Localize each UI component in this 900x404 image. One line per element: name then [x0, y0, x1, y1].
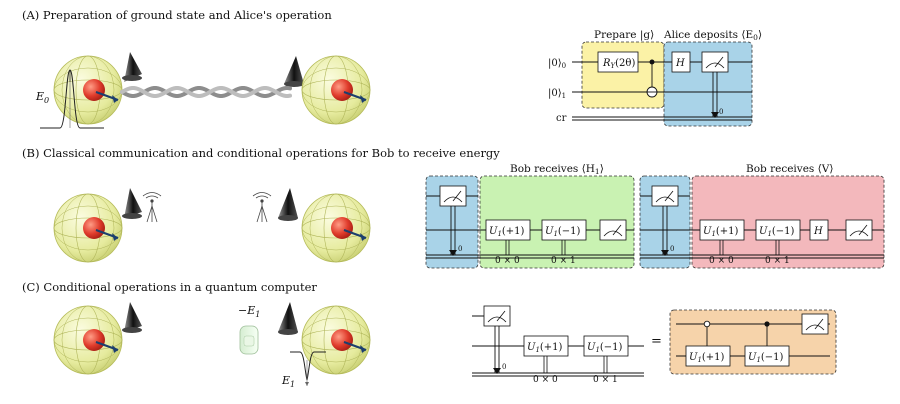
open-control — [703, 320, 711, 328]
circuit-c: 0 U1(+1) 0 × 0 U1(−1) 0 × 1 = U1(+1) U1(… — [472, 305, 837, 385]
c-u1-plus-gate — [523, 335, 569, 357]
entanglement-wave — [120, 86, 292, 98]
neg-e1-label: −E1 — [238, 304, 260, 319]
atom-icon — [83, 79, 105, 101]
svg-text:U1(−1): U1(−1) — [748, 352, 784, 364]
c-u1-minus-gate — [583, 335, 629, 357]
ry-gate — [597, 51, 639, 73]
antenna-icon-alice — [142, 192, 162, 223]
b2-title: Bob receives ⟨V⟩ — [746, 163, 833, 175]
bloch-sphere-c-left — [53, 305, 123, 375]
measure-icon — [701, 51, 729, 73]
cone-bob-c — [278, 302, 298, 335]
bloch-sphere-b-left — [53, 193, 123, 263]
alice-label: Alice deposits ⟨E0⟩ — [663, 29, 762, 42]
energy-dip-e1: E1 — [281, 351, 326, 389]
ry-gate-label: RY(2θ) — [602, 58, 635, 70]
measure-icon — [483, 305, 511, 327]
bloch-sphere-c-right — [301, 305, 371, 375]
prepare-label: Prepare |g⟩ — [594, 29, 654, 42]
svg-text:H: H — [675, 58, 685, 69]
qubit-0-label: |0⟩0 — [548, 58, 566, 70]
c-eq-u1-plus-gate — [685, 345, 731, 367]
measure-icon — [801, 313, 829, 335]
atom-icon — [331, 329, 353, 351]
circuit-a: Prepare |g⟩ Alice deposits ⟨E0⟩ |0⟩0 |0⟩… — [548, 29, 762, 127]
b2-cond1: 0 × 0 — [709, 256, 734, 266]
b2-cond2: 0 × 1 — [765, 256, 790, 266]
measure-icon — [439, 185, 467, 207]
antenna-icon-bob — [252, 192, 272, 223]
svg-text:0: 0 — [670, 245, 674, 253]
section-b-title: (B) Classical communication and conditio… — [22, 146, 500, 160]
atom-icon — [331, 79, 353, 101]
svg-text:U1(+1): U1(+1) — [689, 352, 725, 364]
svg-text:0: 0 — [458, 245, 462, 253]
cr-label: cr — [556, 113, 567, 124]
b1-cond1: 0 × 0 — [495, 256, 520, 266]
e0-label: E0 — [35, 90, 49, 105]
b1-cond2: 0 × 1 — [551, 256, 576, 266]
atom-icon — [83, 217, 105, 239]
c-cond2: 0 × 1 — [593, 375, 618, 385]
section-c-title: (C) Conditional operations in a quantum … — [22, 280, 317, 294]
qubit-1-label: |0⟩1 — [548, 88, 566, 100]
b2-u1-minus-gate — [755, 219, 801, 241]
hadamard-gate-a — [671, 51, 691, 73]
b1-u1-minus-gate — [541, 219, 587, 241]
svg-text:H: H — [813, 226, 823, 237]
svg-text:0: 0 — [719, 108, 723, 116]
svg-text:U1(+1): U1(+1) — [527, 342, 563, 354]
measure-icon — [651, 185, 679, 207]
atom-icon — [331, 217, 353, 239]
cone-alice-b — [122, 188, 142, 219]
cone-bob-a — [284, 56, 304, 87]
svg-text:0: 0 — [502, 363, 506, 371]
cone-alice-c — [122, 302, 142, 333]
svg-text:U1(+1): U1(+1) — [703, 226, 739, 238]
bloch-sphere-b-right — [301, 193, 371, 263]
circuit-b2: Bob receives ⟨V⟩ 0 U1(+1) 0 × 0 U1(−1) 0… — [639, 163, 885, 269]
b1-title: Bob receives ⟨H1⟩ — [510, 163, 604, 176]
measure-icon — [845, 219, 873, 241]
b1-u1-plus-gate — [485, 219, 531, 241]
hadamard-gate-b2 — [809, 219, 829, 241]
c-cond1: 0 × 0 — [533, 375, 558, 385]
svg-text:U1(+1): U1(+1) — [489, 226, 525, 238]
measure-icon — [599, 219, 627, 241]
section-a-title: (A) Preparation of ground state and Alic… — [22, 8, 332, 22]
e1-label: E1 — [281, 374, 295, 389]
svg-text:U1(−1): U1(−1) — [759, 226, 795, 238]
cone-bob-b — [278, 188, 298, 221]
b2-u1-plus-gate — [699, 219, 745, 241]
battery-icon — [239, 325, 259, 355]
svg-text:U1(−1): U1(−1) — [545, 226, 581, 238]
c-eq-u1-minus-gate — [744, 345, 790, 367]
energy-peak-e0: E0 — [35, 69, 104, 129]
equals-sign: = — [651, 334, 662, 349]
svg-text:U1(−1): U1(−1) — [587, 342, 623, 354]
bloch-sphere-a-right — [301, 55, 371, 125]
cone-alice-a — [122, 52, 142, 82]
atom-icon — [83, 329, 105, 351]
circuit-b1: Bob receives ⟨H1⟩ 0 U1(+1) 0 × 0 U1(−1) … — [425, 163, 635, 269]
